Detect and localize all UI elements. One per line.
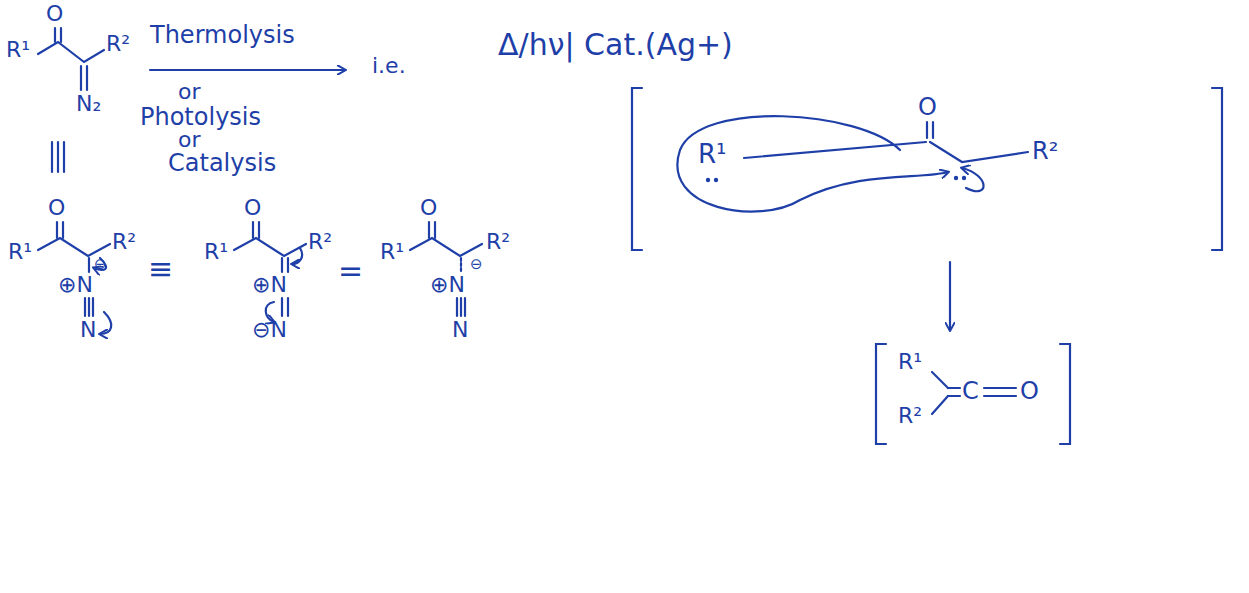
atom-label: N <box>452 318 468 342</box>
condition-text: or <box>178 80 201 104</box>
substituent-label: R² <box>308 230 332 254</box>
atom-label: N <box>80 318 96 342</box>
atom-label: N₂ <box>76 92 101 116</box>
condition-text: Thermolysis <box>150 22 295 48</box>
charge-label: ⊖ <box>470 256 483 273</box>
substituent-label: R¹ <box>8 240 32 264</box>
atom-label: C <box>962 378 979 404</box>
substituent-label: R¹ <box>204 240 228 264</box>
atom-label: O <box>48 196 65 220</box>
condition-text: or <box>178 128 201 152</box>
substituent-label: R¹ <box>698 140 727 169</box>
atom-label: ⊖N <box>252 318 287 342</box>
condition-text: Photolysis <box>140 104 261 130</box>
substituent-label: R² <box>486 230 510 254</box>
note-text: i.e. <box>372 54 406 78</box>
substituent-label: R¹ <box>6 38 30 62</box>
substituent-label: R¹ <box>898 350 922 374</box>
substituent-label: R² <box>106 32 130 56</box>
atom-label: ⊕N <box>58 273 93 297</box>
atom-label: O <box>1020 378 1039 404</box>
condition-text: Catalysis <box>168 150 276 176</box>
substituent-label: R² <box>898 404 922 428</box>
charge-label: ⊖ <box>94 256 107 273</box>
atom-label: ⊕N <box>430 273 465 297</box>
substituent-label: R² <box>1032 138 1058 164</box>
atom-label: ⊕N <box>252 273 287 297</box>
atom-label: O <box>244 196 261 220</box>
atom-label: O <box>46 2 63 26</box>
substituent-label: R¹ <box>380 240 404 264</box>
equivalence-sign: = <box>338 254 363 287</box>
atom-label: O <box>420 196 437 220</box>
equivalence-sign: ≡ <box>148 252 173 285</box>
atom-label: O <box>918 94 937 120</box>
condition-text: Δ/hν| Cat.(Ag+) <box>498 28 733 61</box>
substituent-label: R² <box>112 230 136 254</box>
